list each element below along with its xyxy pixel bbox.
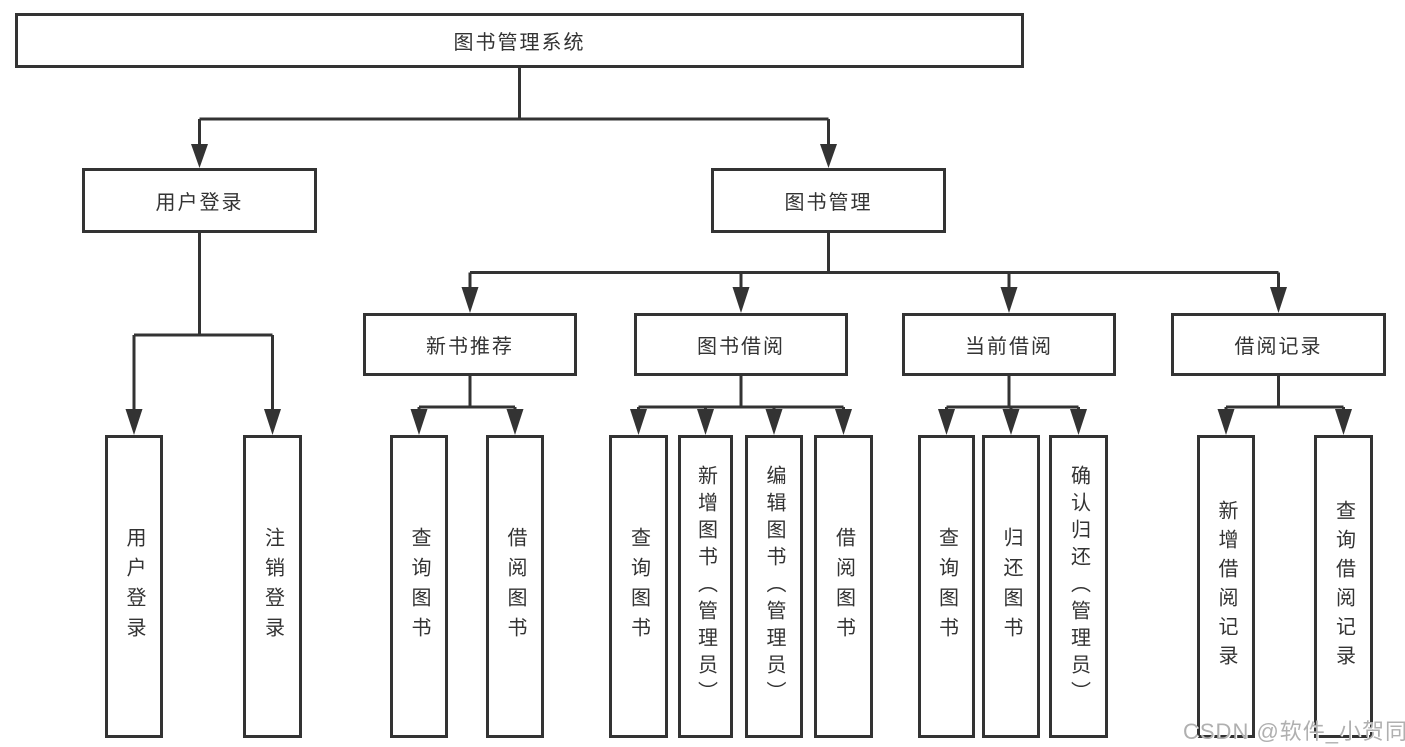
arrow-down-icon [1070, 409, 1087, 435]
arrow-down-icon [835, 409, 852, 435]
node-current-borrowing: 当前借阅 [902, 313, 1116, 376]
arrow-down-icon [264, 409, 281, 435]
connector-book-borrowing-children [637, 376, 845, 415]
node-return-books: 归还图书 [982, 435, 1040, 738]
arrow-down-icon [732, 287, 750, 313]
arrowheads [125, 144, 1352, 435]
node-logout: 注销登录 [243, 435, 302, 738]
node-query-books-1: 查询图书 [390, 435, 448, 738]
node-confirm-return-admin: 确认归还（管理员） [1049, 435, 1108, 738]
arrow-down-icon [938, 409, 955, 435]
arrow-down-icon [820, 144, 837, 168]
node-add-borrowing-record: 新增借阅记录 [1197, 435, 1255, 738]
arrow-down-icon [765, 409, 783, 435]
node-borrow-books-2: 借阅图书 [814, 435, 873, 738]
node-root: 图书管理系统 [15, 13, 1024, 68]
arrow-down-icon [461, 287, 479, 313]
node-borrowing-records: 借阅记录 [1171, 313, 1386, 376]
watermark: CSDN @软件_小贺同学 [1183, 719, 1405, 744]
node-new-book-recommendation: 新书推荐 [363, 313, 577, 376]
connector-book-management-children [468, 233, 1280, 293]
arrow-down-icon [1270, 287, 1287, 313]
node-user-login: 用户登录 [82, 168, 317, 233]
arrow-down-icon [697, 409, 714, 435]
connector-root-to-level2 [198, 68, 830, 148]
connector-new-book-children [417, 376, 517, 415]
arrow-down-icon [410, 409, 428, 435]
node-add-books-admin: 新增图书（管理员） [678, 435, 733, 738]
node-edit-books-admin: 编辑图书（管理员） [745, 435, 803, 738]
node-book-borrowing: 图书借阅 [634, 313, 848, 376]
arrow-down-icon [506, 409, 524, 435]
node-book-management: 图书管理 [711, 168, 946, 233]
connector-user-login-children [132, 233, 274, 415]
arrow-down-icon [630, 409, 647, 435]
node-query-borrowing-record: 查询借阅记录 [1314, 435, 1373, 738]
arrow-down-icon [191, 144, 208, 168]
arrow-down-icon [1217, 409, 1235, 435]
node-query-books-2: 查询图书 [609, 435, 668, 738]
arrow-down-icon [125, 409, 143, 435]
node-borrow-books-1: 借阅图书 [486, 435, 544, 738]
arrow-down-icon [1002, 409, 1020, 435]
arrow-down-icon [1335, 409, 1352, 435]
node-user-login-leaf: 用户登录 [105, 435, 163, 738]
connector-borrowing-records-children [1224, 376, 1345, 415]
node-query-books-3: 查询图书 [918, 435, 975, 738]
arrow-down-icon [1000, 287, 1018, 313]
